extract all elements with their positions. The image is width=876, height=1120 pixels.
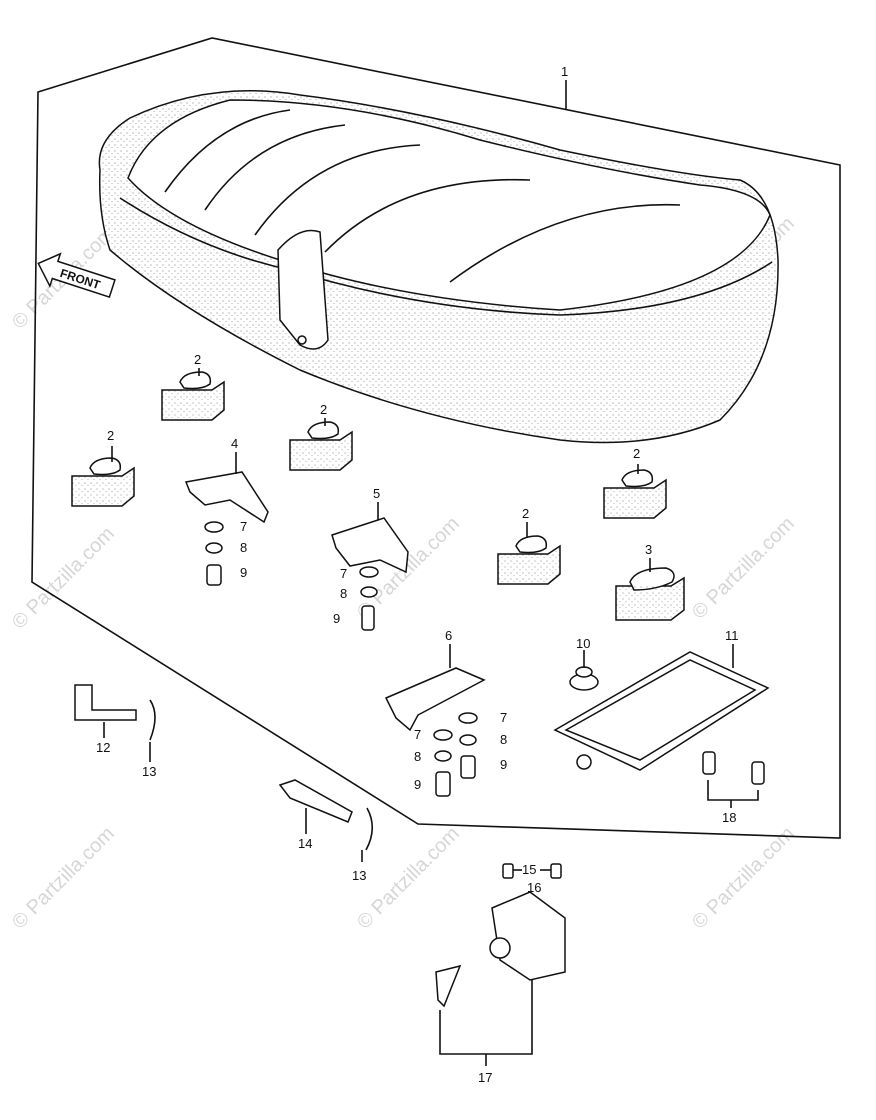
callout-3: 3	[645, 542, 652, 557]
callout-2: 2	[194, 352, 201, 367]
leader-lines	[103, 80, 759, 1066]
damper-parts	[71, 371, 685, 621]
callout-16: 16	[527, 880, 541, 895]
callout-17: 17	[478, 1070, 492, 1085]
callout-2: 2	[633, 446, 640, 461]
callout-2: 2	[320, 402, 327, 417]
seat-assembly	[98, 90, 779, 444]
callout-9: 9	[333, 611, 340, 626]
bracket-parts	[184, 471, 486, 732]
callout-12: 12	[96, 740, 110, 755]
callout-labels: 1 2 2 2 2 2 3 4 5 6 7 8 9 7 8 9 7 8 9 7 …	[96, 64, 739, 1085]
callout-9: 9	[240, 565, 247, 580]
callout-2: 2	[107, 428, 114, 443]
callout-4: 4	[231, 436, 238, 451]
callout-11: 11	[725, 628, 739, 643]
callout-13: 13	[352, 868, 366, 883]
callout-8: 8	[414, 749, 421, 764]
watermark-text: © Partzilla.com	[688, 823, 799, 934]
callout-9: 9	[500, 757, 507, 772]
callout-9: 9	[414, 777, 421, 792]
callout-8: 8	[340, 586, 347, 601]
callout-10: 10	[576, 636, 590, 651]
callout-2: 2	[522, 506, 529, 521]
callout-7: 7	[500, 710, 507, 725]
callout-5: 5	[373, 486, 380, 501]
callout-18: 18	[722, 810, 736, 825]
callout-1: 1	[561, 64, 568, 79]
tray-parts	[553, 651, 770, 785]
callout-7: 7	[414, 727, 421, 742]
callout-8: 8	[240, 540, 247, 555]
callout-13: 13	[142, 764, 156, 779]
watermark-text: © Partzilla.com	[353, 823, 464, 934]
pin-parts	[74, 684, 374, 851]
lock-assembly	[435, 863, 566, 1008]
watermark-text: © Partzilla.com	[8, 523, 119, 634]
callout-7: 7	[240, 519, 247, 534]
front-arrow: FRONT	[37, 252, 116, 298]
assembly-frame	[31, 37, 841, 839]
hardware-parts	[204, 521, 478, 797]
callout-6: 6	[445, 628, 452, 643]
watermark-text: © Partzilla.com	[688, 513, 799, 624]
callout-15: 15	[522, 862, 536, 877]
callout-8: 8	[500, 732, 507, 747]
watermark-text: © Partzilla.com	[8, 823, 119, 934]
callout-14: 14	[298, 836, 312, 851]
callout-7: 7	[340, 566, 347, 581]
